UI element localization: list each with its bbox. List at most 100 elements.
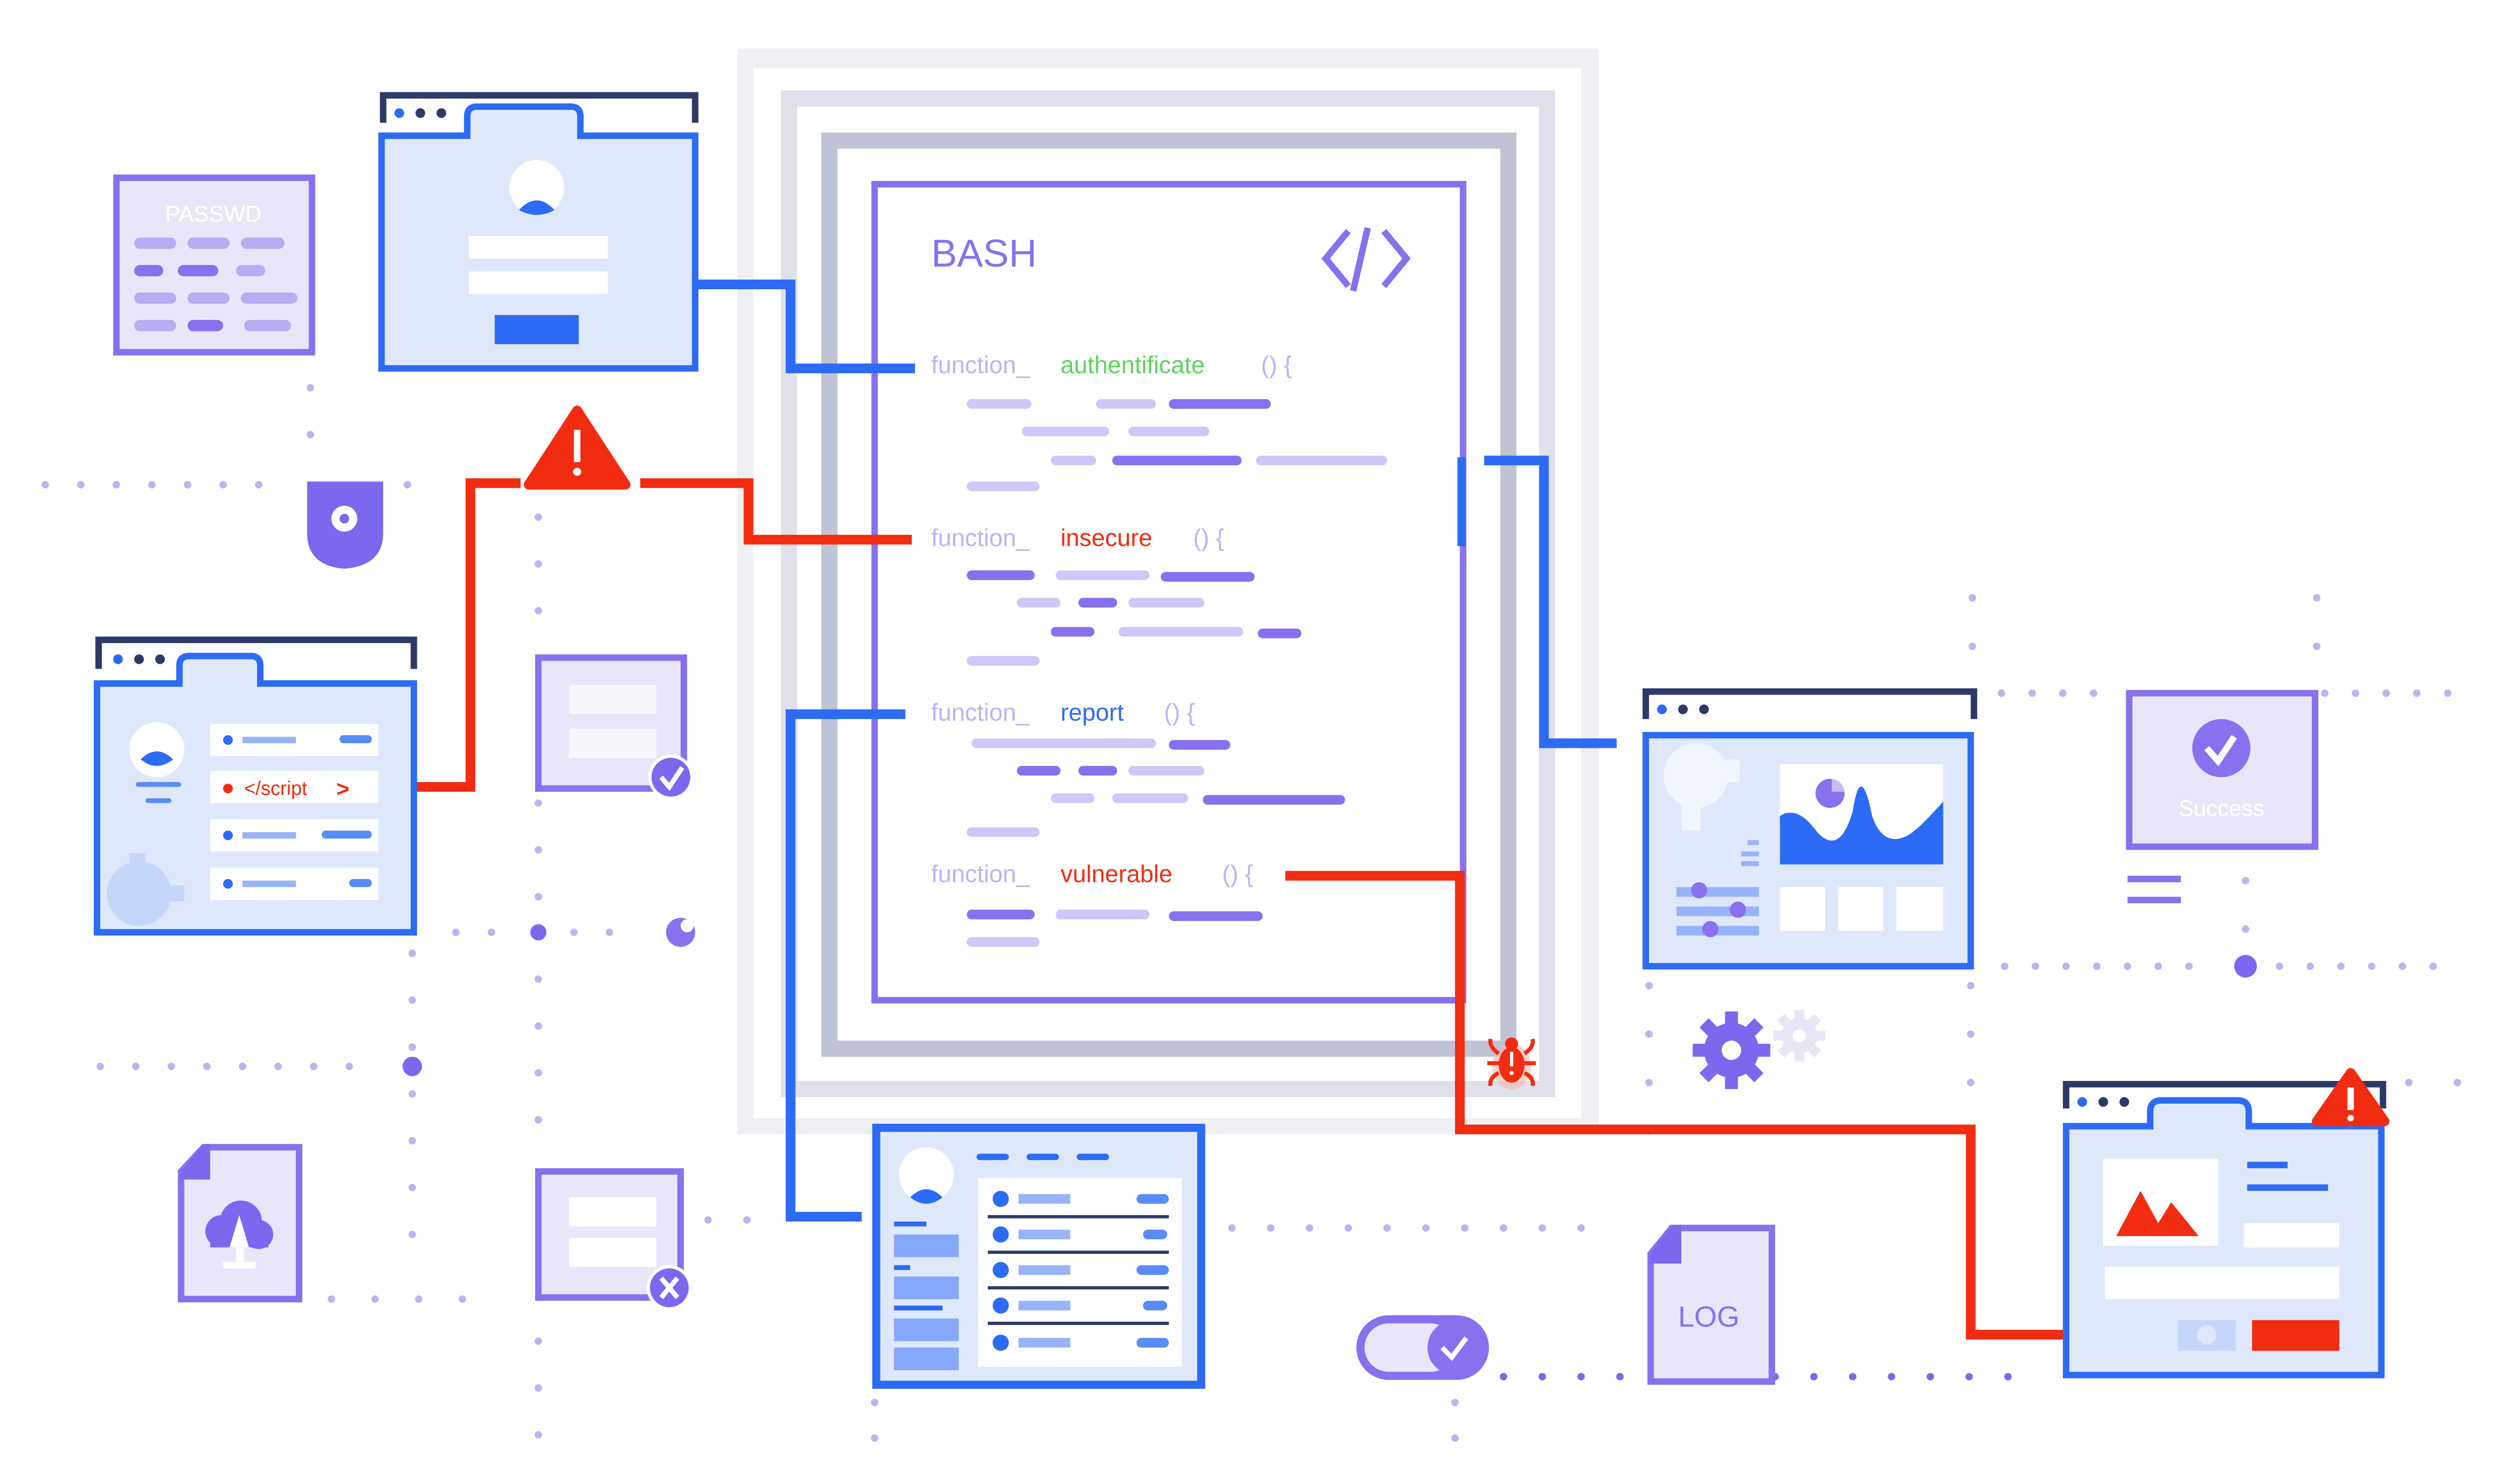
grid-dot <box>2405 1078 2413 1086</box>
connector-report-dashboard-list <box>785 709 906 1222</box>
upload-form-window[interactable] <box>2063 1068 2389 1379</box>
grid-node <box>530 924 547 941</box>
grid-dot <box>408 1090 416 1098</box>
grid-dot <box>1422 1224 1430 1232</box>
grid-dot <box>2453 1078 2462 1086</box>
success-card[interactable]: Success <box>2126 690 2318 904</box>
list-item[interactable] <box>210 867 379 900</box>
grid-dot <box>534 893 542 901</box>
log-file[interactable]: LOG <box>1647 1225 1776 1385</box>
grid-dot <box>1577 1224 1585 1232</box>
user-list-window[interactable] <box>872 1124 1206 1389</box>
grid-dot <box>1451 1434 1459 1442</box>
code-line <box>1055 570 1150 581</box>
code-line <box>1078 598 1117 608</box>
code-line <box>1078 765 1117 776</box>
grid-dot <box>415 1295 423 1303</box>
check-circle-icon <box>2192 719 2251 778</box>
passwd-card[interactable]: PASSWD <box>113 174 316 356</box>
verified-card[interactable] <box>535 654 694 800</box>
code-line <box>967 399 1032 409</box>
cloud-upload-file[interactable] <box>177 1144 302 1303</box>
list-item[interactable] <box>987 1297 1169 1325</box>
connectors <box>394 279 2068 1340</box>
code-line <box>967 570 1035 581</box>
grid-dot <box>2306 963 2314 970</box>
code-line <box>1051 456 1096 466</box>
list-item[interactable] <box>987 1226 1169 1254</box>
code-lines <box>967 399 1388 947</box>
login-window[interactable] <box>378 92 699 372</box>
list-item[interactable] <box>992 1334 1169 1351</box>
grid-dot <box>1810 1373 1818 1381</box>
grid-dot <box>2276 963 2284 970</box>
grid-dot <box>306 431 314 438</box>
shield-gear-icon <box>307 481 384 569</box>
text-field[interactable] <box>2105 1266 2340 1299</box>
grid-dot <box>2352 689 2359 697</box>
list-item[interactable] <box>210 724 379 756</box>
code-line <box>1055 910 1150 920</box>
list-item-injected-script[interactable]: </script > <box>210 771 379 803</box>
script-window[interactable]: </script > <box>94 636 417 936</box>
toggle-check-icon[interactable] <box>1356 1315 1489 1380</box>
grid-dot <box>148 481 156 489</box>
grid-node <box>402 1056 422 1076</box>
keyword: function_ <box>931 352 1030 379</box>
grid-dot <box>408 1184 416 1192</box>
code-line <box>1112 456 1242 466</box>
grid-dot <box>2337 963 2345 970</box>
grid-dot <box>1538 1224 1546 1232</box>
code-line <box>1022 426 1109 436</box>
function-report[interactable]: function_ report () { <box>931 699 1195 726</box>
rejected-card[interactable] <box>535 1168 692 1311</box>
grid-dot <box>1997 689 2005 697</box>
grid-dot <box>534 1337 542 1345</box>
code-line <box>1161 572 1255 582</box>
grid-dot <box>183 481 192 489</box>
list-item[interactable] <box>987 1191 1169 1219</box>
function-insecure[interactable]: function_ insecure () { <box>931 525 1224 552</box>
code-line <box>1118 627 1243 637</box>
code-line <box>967 656 1040 666</box>
warning-triangle-icon <box>2312 1068 2389 1126</box>
code-line <box>967 910 1035 920</box>
function-authentificate[interactable]: function_ authentificate () { <box>931 352 1292 379</box>
log-label: LOG <box>1678 1301 1740 1333</box>
grid-dot <box>1499 1224 1507 1232</box>
list-item[interactable] <box>987 1262 1169 1290</box>
grid-dot <box>132 1062 140 1070</box>
grid-dot <box>1228 1224 1236 1232</box>
grid-dot <box>534 799 542 807</box>
function-vulnerable[interactable]: function_ vulnerable () { <box>931 861 1253 888</box>
grid-dot <box>167 1062 175 1070</box>
passwd-title: PASSWD <box>165 201 262 226</box>
grid-dot <box>452 928 460 936</box>
grid-dot <box>309 1062 318 1070</box>
grid-dot <box>328 1295 335 1303</box>
analytics-window[interactable] <box>1643 688 1978 970</box>
grid-dot <box>408 1231 416 1239</box>
warning-triangle-icon <box>524 405 631 490</box>
check-circle-icon <box>648 754 694 800</box>
grid-dot <box>534 1384 542 1392</box>
grid-dot <box>2444 689 2451 697</box>
function-name: vulnerable <box>1060 861 1172 888</box>
password-field[interactable] <box>469 271 608 294</box>
grid-dot <box>408 1043 416 1051</box>
code-line <box>1017 765 1061 776</box>
gear-icon <box>1663 743 1740 831</box>
code-line <box>967 481 1040 491</box>
bash-panel: BASH function_ authentificate () { funct… <box>871 181 1467 1004</box>
code-line <box>1051 627 1095 637</box>
keyword: function_ <box>931 525 1030 552</box>
grid-dot <box>77 481 85 489</box>
login-button[interactable] <box>494 315 579 344</box>
list-item[interactable] <box>210 819 379 852</box>
grid-dot <box>534 1116 542 1124</box>
grid-dot <box>306 384 314 392</box>
grid-dot <box>534 1069 542 1077</box>
username-field[interactable] <box>469 236 608 259</box>
text-field[interactable] <box>2244 1223 2340 1248</box>
submit-button[interactable] <box>2252 1320 2340 1351</box>
